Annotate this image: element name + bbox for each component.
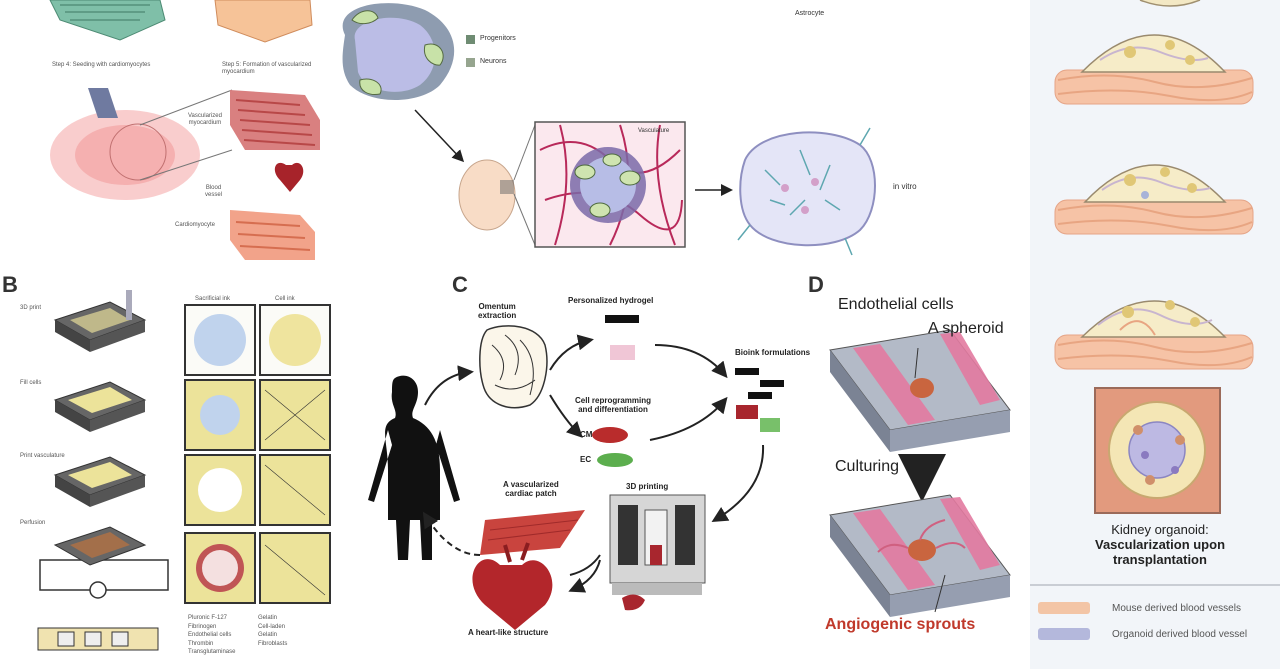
in-vitro-label: in vitro — [893, 182, 917, 191]
panel-b-letter: B — [2, 272, 18, 297]
patch-label-line-2: cardiac patch — [505, 489, 557, 498]
organoid-histology-square — [1094, 387, 1221, 514]
organoid-caption-line-1: Kidney organoid: — [1111, 522, 1209, 537]
reprog-label-line-1: Cell reprogramming — [575, 396, 652, 405]
legend-label-mouse: Mouse derived blood vessels — [1112, 603, 1241, 614]
cm-cell — [592, 427, 628, 443]
legend-neurons-swatch — [466, 58, 475, 67]
organoid-caption: Kidney organoid: Vascularization upon tr… — [1060, 522, 1260, 567]
b-step-vasc — [53, 456, 147, 507]
omentum-label-line-1: Omentum — [478, 302, 516, 311]
legend-swatch-mouse — [1038, 602, 1090, 614]
culturing-label: Culturing — [835, 458, 900, 475]
angiogenic-sprouts-label: Angiogenic sprouts — [825, 616, 976, 633]
hydrogel-bar — [605, 315, 639, 323]
omentum-label: Omentum extraction — [478, 302, 516, 320]
panel-e: Kidney organoid: Vascularization upon tr… — [1030, 0, 1280, 669]
step4-label: Step 4: Seeding with cardiomyocytes — [52, 62, 151, 68]
organoid-transplant-3 — [1054, 300, 1254, 370]
bioink-label: Bioink formulations — [735, 348, 811, 357]
panel-c-graphics — [368, 315, 784, 630]
legend-neurons-label: Neurons — [480, 58, 507, 65]
panel-d-graphics — [829, 329, 1011, 617]
omentum-tissue — [479, 325, 548, 409]
b-col-header-sacrificial: Sacrificial ink — [195, 296, 231, 302]
spheroid-label: A spheroid — [928, 320, 1004, 337]
b-legend-item: Gelatin — [258, 632, 278, 639]
endothelial-cells-label: Endothelial cells — [838, 296, 954, 313]
b-col-header-cell: Cell ink — [275, 296, 295, 302]
chip-before-culturing — [829, 329, 1011, 452]
panel-e-graphics — [1030, 0, 1280, 640]
panel-d-letter: D — [808, 272, 824, 297]
b-step-fill — [53, 381, 147, 432]
astrocyte-label: Astrocyte — [795, 10, 825, 17]
heart-label: A heart-like structure — [468, 628, 549, 637]
b-legend-item: Thrombin — [188, 640, 214, 647]
small-heart — [274, 162, 304, 192]
heart-like-structure — [472, 559, 553, 630]
ec-cell — [597, 453, 633, 467]
b-legend-item: Fibroblasts — [258, 640, 288, 647]
b-cell-grid — [184, 304, 331, 604]
b-legend-item: Transglutaminase — [188, 649, 236, 656]
main-figure-graphics — [37, 0, 1011, 651]
printing-label: 3D printing — [626, 482, 669, 491]
b-step-label-print: 3D print — [20, 305, 42, 311]
organoid-dome-top — [1139, 0, 1201, 7]
vasculature-label: Vasculature — [638, 128, 670, 134]
cardiomyocyte-label: Cardiomyocyte — [175, 222, 216, 228]
reprog-label-line-2: and differentiation — [578, 405, 648, 414]
b-legend: Pluronic F-127 Gelatin Fibrinogen Cell-l… — [188, 615, 328, 656]
legend-progenitor-label: Progenitors — [480, 35, 516, 42]
b-step-label-perfusion: Perfusion — [20, 520, 46, 526]
step5-tissue — [214, 0, 313, 43]
blood-vessel-label: Blood vessel — [205, 185, 222, 198]
vasc-myocardium-label: Vascularized myocardium — [188, 113, 222, 126]
patch-label-line-1: A vascularized — [503, 480, 559, 489]
ec-label: EC — [580, 455, 592, 464]
spheroid — [910, 378, 934, 398]
panel-a-graphics — [49, 0, 876, 260]
organoid-transplant-1 — [1054, 34, 1254, 105]
reprogramming-label: Cell reprogramming and differentiation — [575, 396, 651, 414]
bioink-cm — [736, 405, 758, 419]
panel-c-letter: C — [452, 272, 468, 297]
in-vitro-cell — [739, 131, 876, 247]
organoid-caption-line-3: transplantation — [1113, 552, 1207, 567]
organoid-caption-line-2: Vascularization upon — [1094, 537, 1226, 552]
b-step-perfusion — [37, 526, 169, 651]
b-legend-item: Pluronic F-127 — [188, 615, 228, 621]
vessel-label-line-2: vessel — [205, 191, 223, 198]
b-step-label-vasc: Print vasculature — [20, 453, 65, 459]
bioprinter — [609, 494, 706, 595]
vasc-label-line-2: myocardium — [188, 119, 222, 126]
legend-swatch-organoid — [1038, 628, 1090, 640]
vessel-label-line-1: Blood — [205, 185, 222, 191]
legend-label-organoid: Organoid derived blood vessel — [1112, 629, 1248, 640]
step5-label: Step 5: Formation of vascularized myocar… — [222, 62, 312, 75]
cardiac-patch — [480, 510, 585, 555]
b-step-label-fill: Fill cells — [20, 380, 42, 386]
hydrogel-label: Personalized hydrogel — [568, 296, 654, 305]
vasc-label-line-1: Vascularized — [188, 113, 222, 119]
bioink-ec — [760, 418, 780, 432]
b-legend-item: Cell-laden — [258, 623, 286, 630]
omentum-label-line-2: extraction — [478, 311, 517, 320]
chip-after-culturing — [829, 494, 1011, 617]
panel-b-graphics — [37, 290, 331, 651]
b-legend-item: Fibrinogen — [188, 623, 217, 630]
organoid-transplant-2 — [1054, 164, 1254, 235]
cm-label: CM — [580, 430, 593, 439]
hydrogel-block — [610, 345, 635, 360]
laser-probe — [88, 88, 118, 118]
patch-label: A vascularized cardiac patch — [503, 480, 559, 498]
b-legend-item: Endothelial cells — [188, 632, 232, 639]
human-silhouette — [368, 375, 460, 560]
b-legend-item: Gelatin — [258, 615, 278, 621]
b-step-print — [53, 290, 147, 352]
legend-progenitor-swatch — [466, 35, 475, 44]
brain-icon — [458, 159, 516, 231]
